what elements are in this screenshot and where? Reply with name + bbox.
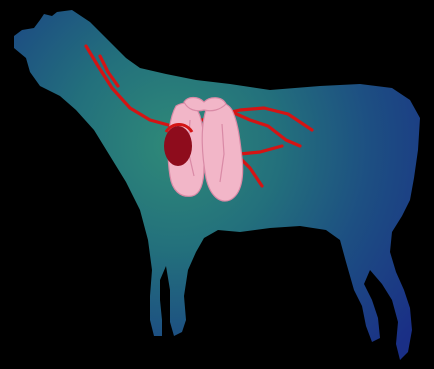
heart-body [164,126,192,166]
